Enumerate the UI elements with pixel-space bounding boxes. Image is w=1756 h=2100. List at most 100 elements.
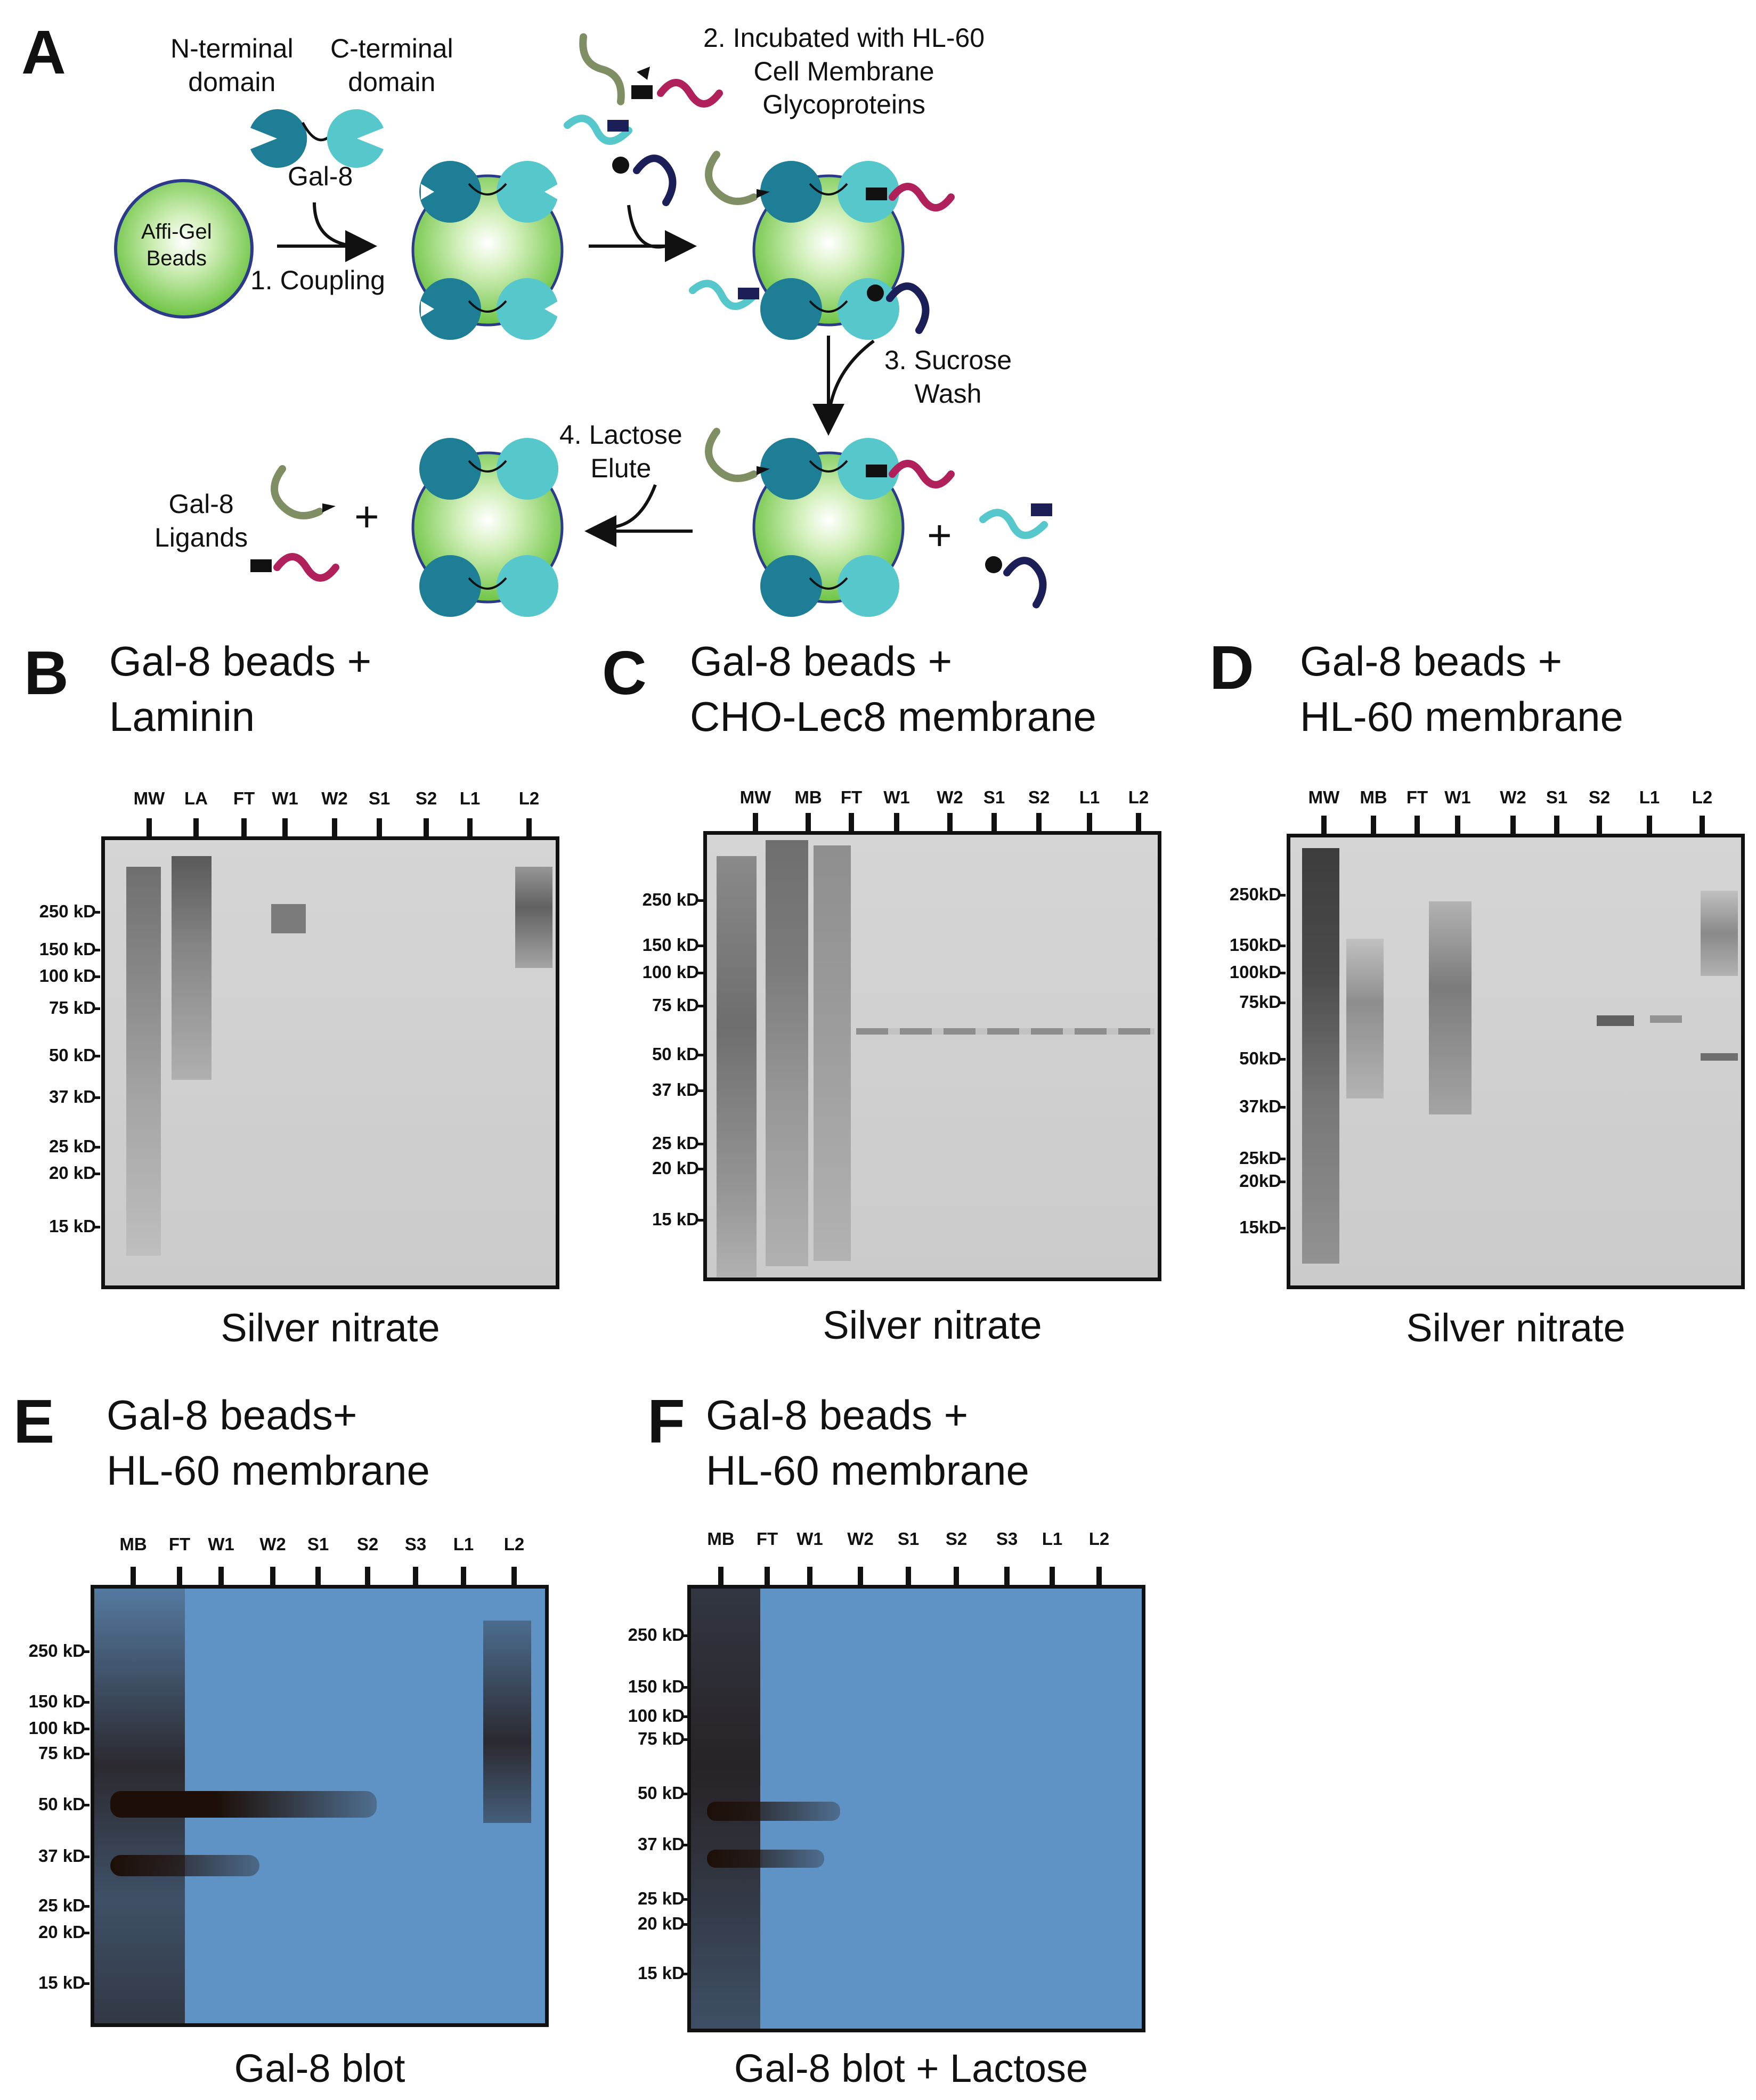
lane-label-s2: S2 [356, 1534, 379, 1554]
mw-tick [682, 1634, 689, 1637]
lane-label-l2: L2 [503, 1534, 525, 1554]
mw-tick [1279, 1058, 1286, 1061]
mw-tick [697, 945, 703, 947]
mw-tick [94, 1226, 100, 1228]
panel-f-title: Gal-8 beads + HL-60 membrane [706, 1391, 1029, 1494]
lane-tick [1036, 813, 1042, 831]
lane-tick [954, 1567, 959, 1585]
mw-marker-label: 100 kD [642, 962, 699, 982]
panel-caption: Silver nitrate [221, 1306, 440, 1350]
lane-label-l2: L2 [518, 788, 540, 808]
lane-label-mb: MB [707, 1529, 735, 1549]
lane-label-w2: W2 [937, 787, 963, 807]
lane-tick [849, 813, 854, 831]
mw-marker-label: 75kD [1239, 992, 1281, 1012]
lane-tick [332, 818, 337, 836]
lane-tick [241, 818, 247, 836]
band [110, 1791, 377, 1818]
mw-tick [697, 1143, 703, 1145]
lane-tick [718, 1567, 723, 1585]
lane-tick [315, 1567, 321, 1585]
mw-marker-label: 100 kD [628, 1706, 685, 1725]
panel-d-title: Gal-8 beads + HL-60 membrane [1300, 638, 1623, 740]
lane-label-s3: S3 [996, 1529, 1018, 1549]
mw-tick [1279, 1227, 1286, 1230]
lane-label-w1: W1 [1444, 787, 1471, 807]
mw-tick [83, 1701, 90, 1704]
lane-tick [1647, 816, 1652, 834]
mw-tick [94, 949, 100, 951]
panel-b-label: B [24, 638, 69, 707]
lane-label-l2: L2 [1088, 1529, 1110, 1549]
c-terminal-label: C-terminal domain [330, 34, 453, 97]
gal8-molecule-icon [250, 109, 384, 168]
band [1597, 1015, 1634, 1026]
lane-tick [365, 1567, 370, 1585]
lane-tick [131, 1567, 136, 1585]
band [707, 1850, 824, 1868]
mw-marker-label: 25 kD [38, 1895, 85, 1915]
step4-label: 4. Lactose Elute [559, 420, 682, 483]
mw-marker-label: 37 kD [652, 1080, 699, 1100]
gel-d [1287, 834, 1745, 1289]
lane-tick [1554, 816, 1559, 834]
mw-marker-label: 150 kD [28, 1691, 85, 1711]
panel-a-label: A [21, 18, 66, 87]
lane-tick [1597, 816, 1602, 834]
mw-marker-label: 50 kD [48, 1045, 96, 1065]
mw-marker-label: 75 kD [637, 1729, 685, 1748]
mw-marker-label: 250 kD [39, 901, 96, 921]
lane-tick [147, 818, 152, 836]
band [766, 840, 808, 1266]
mw-marker-label: 20kD [1239, 1171, 1281, 1191]
step2-label: 2. Incubated with HL-60 Cell Membrane Gl… [703, 23, 985, 119]
mw-tick [1279, 945, 1286, 947]
lane-tick [424, 818, 429, 836]
lane-label-s2: S2 [415, 788, 437, 808]
mw-tick [1279, 972, 1286, 974]
lane-label-l1: L1 [459, 788, 481, 808]
lane-label-w2: W2 [259, 1534, 286, 1554]
mw-marker-label: 150 kD [628, 1676, 685, 1696]
lane-label-l1: L1 [1079, 787, 1100, 807]
lane-tick [894, 813, 899, 831]
mw-tick [94, 1055, 100, 1057]
lane-label-w2: W2 [1500, 787, 1526, 807]
lane-label-w2: W2 [321, 788, 348, 808]
lane-label-mw: MW [133, 788, 165, 808]
mw-tick [83, 1932, 90, 1934]
mw-tick [83, 1728, 90, 1730]
panel-a-schematic [114, 33, 1052, 617]
lane-tick [1050, 1567, 1055, 1585]
lane-label-s1: S1 [983, 787, 1005, 807]
lane-tick [1371, 816, 1376, 834]
lane-label-ft: FT [756, 1529, 778, 1549]
band [483, 1621, 531, 1823]
lane-tick [1414, 816, 1420, 834]
mw-tick [682, 1973, 689, 1975]
mw-marker-label: 15 kD [637, 1963, 685, 1983]
mw-tick [682, 1686, 689, 1689]
lane-tick [413, 1567, 418, 1585]
lane-tick [1004, 1567, 1010, 1585]
mw-marker-label: 50 kD [637, 1783, 685, 1803]
panel-e-title: Gal-8 beads+ HL-60 membrane [107, 1391, 430, 1494]
mw-tick [1279, 1002, 1286, 1004]
band [1701, 1053, 1738, 1061]
lane-tick [467, 818, 473, 836]
mw-marker-label: 37 kD [637, 1834, 685, 1854]
panel-caption: Silver nitrate [823, 1303, 1042, 1347]
lane-label-mw: MW [1308, 787, 1340, 807]
mw-marker-label: 50kD [1239, 1048, 1281, 1068]
eluted-bead [411, 438, 564, 617]
lane-label-w2: W2 [847, 1529, 874, 1549]
panel-c-title: Gal-8 beads + CHO-Lec8 membrane [690, 638, 1096, 740]
mw-marker-label: 150kD [1229, 935, 1281, 955]
lane-label-l1: L1 [1639, 787, 1660, 807]
lane-label-mb: MB [119, 1534, 147, 1554]
mw-marker-label: 25 kD [48, 1136, 96, 1156]
mw-tick [83, 1905, 90, 1908]
mw-tick [682, 1923, 689, 1926]
mw-tick [94, 1096, 100, 1099]
mw-marker-label: 37 kD [38, 1846, 85, 1866]
